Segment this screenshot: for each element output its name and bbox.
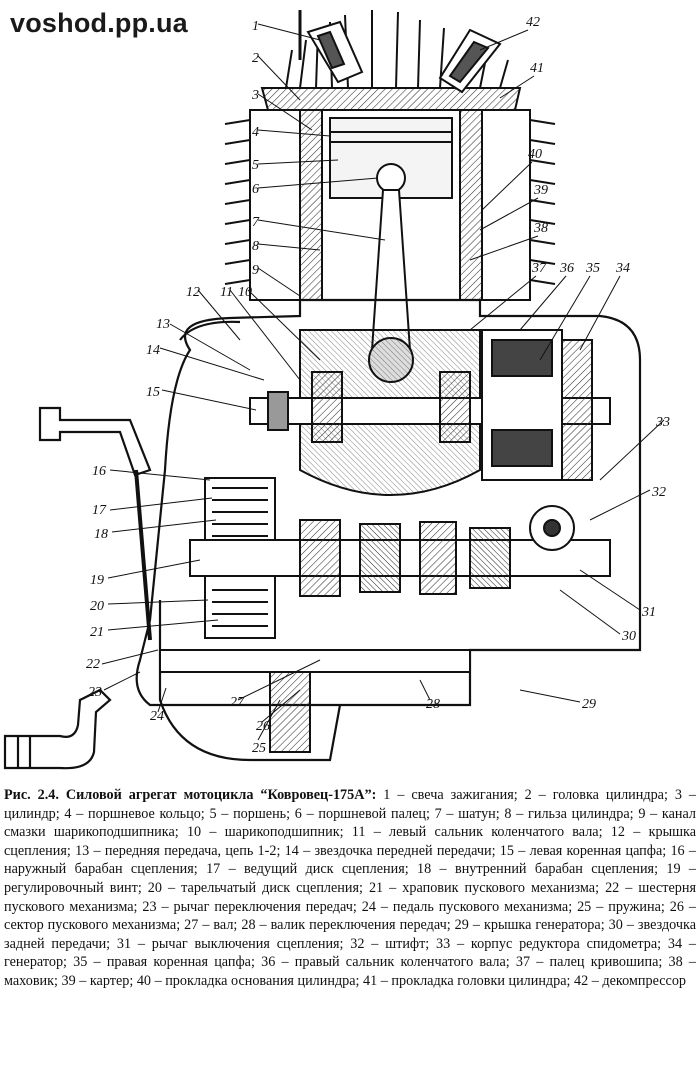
callout-6: 6 — [252, 182, 259, 197]
callout-27: 27 — [230, 695, 245, 710]
callout-36: 36 — [559, 261, 574, 276]
spark-plug — [306, 20, 364, 84]
callout-numbers: 1 2 3 4 5 6 7 8 9 10 11 12 13 14 15 16 1… — [86, 15, 670, 756]
figure-caption-title: Рис. 2.4. Силовой агрегат мотоцикла “Ков… — [4, 787, 377, 803]
callout-11: 11 — [220, 285, 233, 300]
callout-37: 37 — [531, 261, 547, 276]
gear-shift-lever — [3, 688, 112, 770]
callout-26: 26 — [256, 719, 270, 734]
crankcase — [135, 298, 642, 762]
callout-19: 19 — [90, 573, 104, 588]
callout-38: 38 — [533, 221, 548, 236]
callout-24: 24 — [150, 709, 164, 724]
callout-4: 4 — [252, 125, 259, 140]
callout-8: 8 — [252, 239, 259, 254]
kickstart-pedal — [38, 406, 152, 641]
callout-21: 21 — [90, 625, 104, 640]
callout-35: 35 — [585, 261, 600, 276]
callout-22: 22 — [86, 657, 100, 672]
callout-10: 10 — [238, 285, 252, 300]
callout-28: 28 — [426, 697, 440, 712]
figure-caption-body: 1 – свеча зажигания; 2 – головка цилиндр… — [4, 787, 697, 989]
engine-cross-section-drawing: 1 2 3 4 5 6 7 8 9 10 11 12 13 14 15 16 1… — [3, 10, 670, 770]
callout-13: 13 — [156, 317, 170, 332]
callout-20: 20 — [90, 599, 104, 614]
callout-25: 25 — [252, 741, 266, 756]
callout-18: 18 — [94, 527, 108, 542]
figure-caption: Рис. 2.4. Силовой агрегат мотоцикла “Ков… — [4, 786, 696, 991]
callout-39: 39 — [533, 183, 548, 198]
callout-leaders — [101, 23, 665, 741]
callout-42: 42 — [526, 15, 540, 30]
callout-32: 32 — [651, 485, 666, 500]
gearbox — [159, 505, 611, 753]
callout-17: 17 — [92, 503, 107, 518]
callout-31: 31 — [641, 605, 656, 620]
generator — [481, 329, 593, 481]
callout-33: 33 — [655, 415, 670, 430]
callout-30: 30 — [621, 629, 636, 644]
decompressor — [438, 28, 502, 94]
callout-2: 2 — [252, 51, 259, 66]
callout-40: 40 — [528, 147, 542, 162]
callout-7: 7 — [252, 215, 260, 230]
callout-1: 1 — [252, 19, 259, 34]
callout-3: 3 — [251, 88, 259, 103]
callout-5: 5 — [252, 158, 259, 173]
site-watermark: voshod.pp.ua — [10, 8, 188, 38]
callout-9: 9 — [252, 263, 259, 278]
callout-15: 15 — [146, 385, 160, 400]
callout-16: 16 — [92, 464, 106, 479]
callout-41: 41 — [530, 61, 544, 76]
callout-34: 34 — [615, 261, 630, 276]
callout-12: 12 — [186, 285, 200, 300]
callout-14: 14 — [146, 343, 160, 358]
callout-23: 23 — [88, 685, 102, 700]
piston — [329, 117, 453, 199]
callout-29: 29 — [582, 697, 596, 712]
